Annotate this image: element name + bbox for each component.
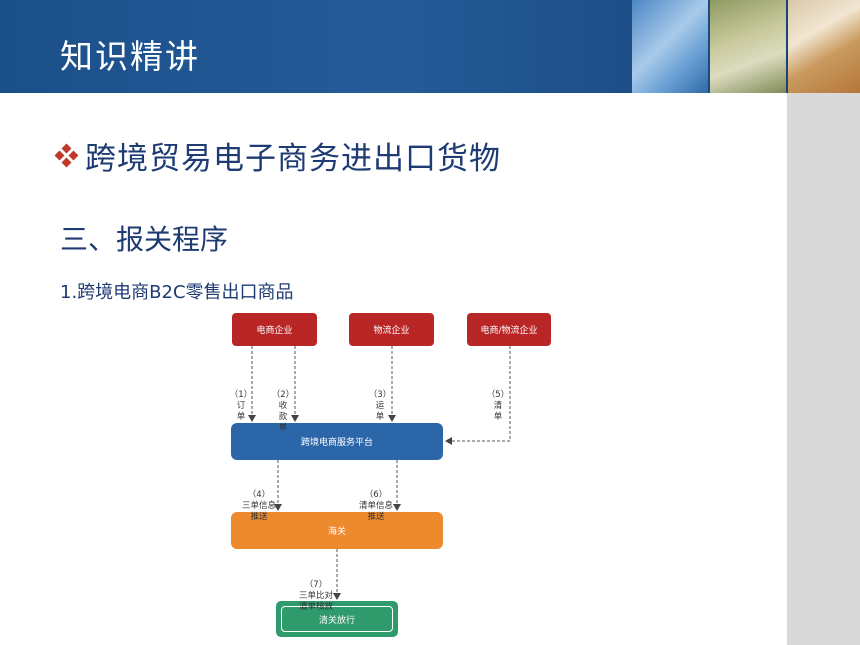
edge-label-5: （5）清 单 [486, 390, 510, 422]
node-clearance-label: 清关放行 [318, 615, 355, 626]
header-photo-pen [788, 0, 860, 93]
node-clearance: 清关放行 [276, 601, 398, 637]
node-customs-label: 海关 [327, 527, 346, 537]
edge-label-7: （7）三单比对 清单核放 [298, 580, 334, 612]
bullet-title: 跨境贸易电子商务进出口货物 [54, 133, 501, 178]
node-logistics-company-label: 物流企业 [373, 326, 410, 336]
node-platform-label: 跨境电商服务平台 [300, 438, 373, 448]
edge-label-4: （4）三单信息 推送 [241, 490, 277, 522]
node-ecommerce-logistics-company-label: 电商/物流企业 [480, 326, 538, 336]
sub-heading: 1.跨境电商B2C零售出口商品 [60, 282, 294, 303]
node-logistics-company: 物流企业 [349, 313, 434, 346]
node-ecommerce-company: 电商企业 [232, 313, 317, 346]
bullet-title-text: 跨境贸易电子商务进出口货物 [85, 141, 501, 177]
edge-label-2: （2）收 款 单 [271, 390, 295, 433]
right-sidebar [787, 93, 860, 645]
node-customs: 海关 [231, 512, 443, 549]
node-ecommerce-company-label: 电商企业 [256, 326, 293, 336]
edge-5-line [445, 346, 511, 445]
header-photo-calculator [710, 0, 786, 93]
node-platform: 跨境电商服务平台 [231, 423, 443, 460]
edge-label-1: （1）订 单 [229, 390, 253, 422]
edge-label-6: （6）清单信息 推送 [358, 490, 394, 522]
node-ecommerce-logistics-company: 电商/物流企业 [467, 313, 551, 346]
page-title: 知识精讲 [60, 37, 200, 76]
section-heading: 三、报关程序 [60, 223, 229, 256]
edge-label-3: （3）运 单 [368, 390, 392, 422]
header-photo-blueprint [632, 0, 708, 93]
